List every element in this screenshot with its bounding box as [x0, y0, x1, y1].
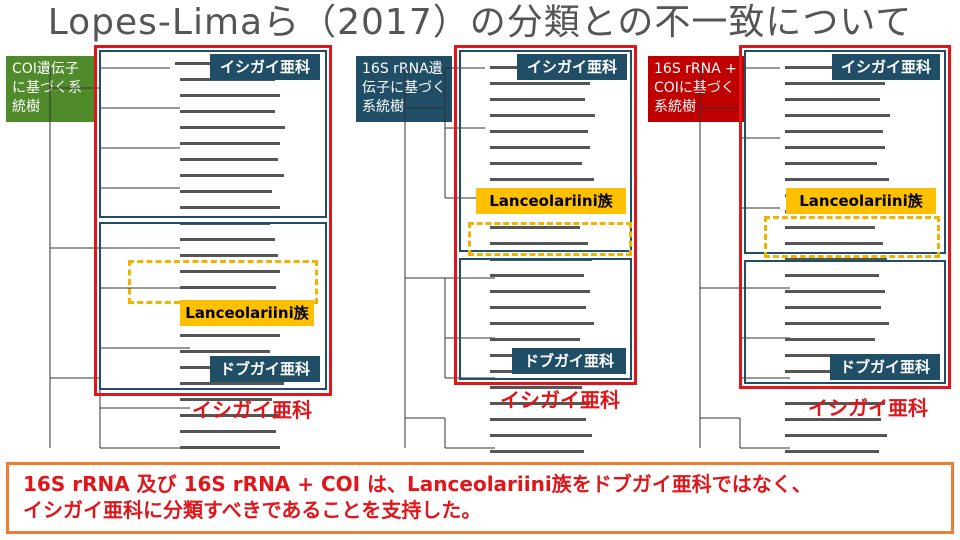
lanceolariini-label-coi: Lanceolariini族 — [180, 300, 314, 326]
subfamily-frame-16s — [454, 45, 637, 385]
ishigai-caption-coi: イシガイ亜科 — [192, 398, 312, 422]
lanceolariini-dash-16s — [468, 222, 632, 256]
conclusion-line-1: 16S rRNA 及び 16S rRNA + COI は、Lanceolarii… — [23, 472, 812, 496]
dobugai-label-16s: ドブガイ亜科 — [512, 348, 626, 374]
lanceolariini-label-16s: Lanceolariini族 — [476, 188, 626, 214]
dobugai-clade-coi — [99, 222, 327, 390]
panel-label-16s: 16S rRNA遺伝子に基づく系統樹 — [356, 56, 452, 122]
dobugai-clade-16s — [459, 258, 632, 380]
dobugai-label-combined: ドブガイ亜科 — [830, 354, 940, 380]
panel-label-combined: 16S rRNA + COIに基づく系統樹 — [648, 56, 744, 122]
ishigai-label-16s: イシガイ亜科 — [517, 54, 627, 80]
ishigai-caption-16s: イシガイ亜科 — [500, 388, 620, 412]
conclusion-line-2: イシガイ亜科に分類すべきであることを支持した。 — [23, 498, 482, 522]
dobugai-label-coi: ドブガイ亜科 — [210, 356, 320, 382]
ishigai-label-coi: イシガイ亜科 — [210, 54, 320, 80]
ishigai-label-combined: イシガイ亜科 — [832, 54, 940, 80]
dobugai-clade-combined — [744, 260, 946, 384]
subfamily-frame-combined — [739, 45, 951, 389]
ishigai-clade-16s — [459, 50, 632, 252]
page-title: Lopes-Limaら（2017）の分類との不一致について — [47, 2, 913, 43]
lanceolariini-dash-coi — [128, 260, 318, 304]
ishigai-clade-coi — [99, 50, 327, 218]
ishigai-caption-combined: イシガイ亜科 — [808, 396, 928, 420]
lanceolariini-label-combined: Lanceolariini族 — [786, 188, 936, 214]
lanceolariini-dash-combined — [764, 216, 940, 258]
conclusion-box: 16S rRNA 及び 16S rRNA + COI は、Lanceolarii… — [6, 462, 954, 534]
subfamily-frame-coi — [94, 45, 332, 396]
ishigai-clade-combined — [744, 50, 946, 254]
